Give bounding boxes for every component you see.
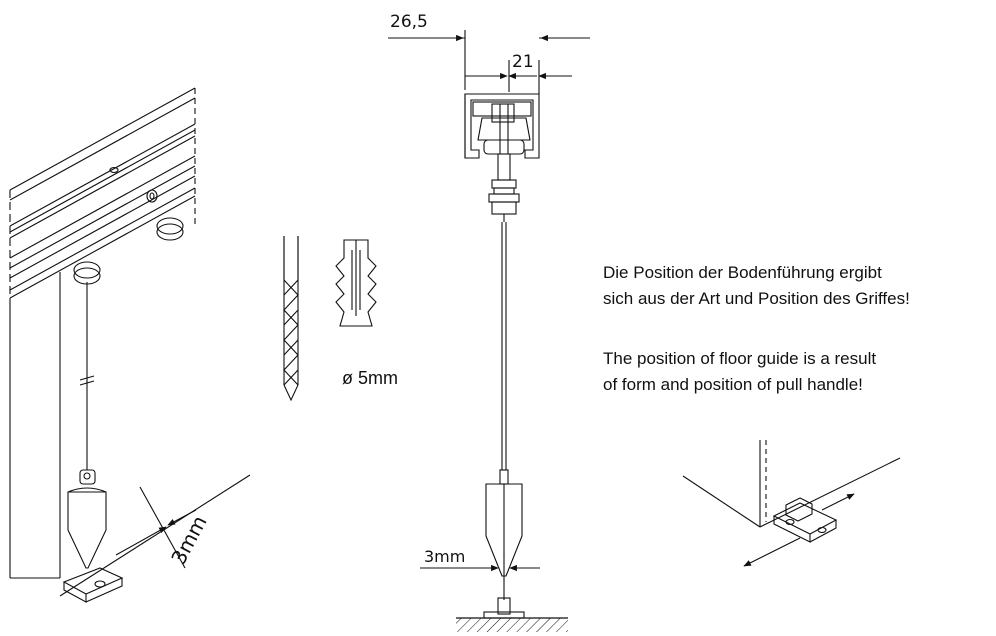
- floor-hatch: [456, 618, 568, 632]
- drill-bit-icon: [283, 236, 299, 402]
- note-en-line1: The position of floor guide is a result: [603, 349, 877, 368]
- drill-diameter-label: ø 5mm: [342, 368, 398, 388]
- note-en-line2: of form and position of pull handle!: [603, 375, 863, 394]
- note-de-line2: sich aus der Art und Position des Griffe…: [603, 289, 910, 308]
- note-de-line1: Die Position der Bodenführung ergibt: [603, 263, 882, 282]
- wall-plug-icon: [335, 239, 377, 327]
- door-track-perspective: [9, 87, 251, 603]
- gap-label-center: 3mm: [424, 547, 465, 566]
- dimension-width-total: 26,5: [390, 12, 428, 32]
- floor-guide-icon: [682, 440, 901, 567]
- dimension-width-inner: 21: [512, 52, 534, 72]
- track-profile-section: [388, 30, 590, 619]
- gap-label-left: 3mm: [166, 511, 211, 568]
